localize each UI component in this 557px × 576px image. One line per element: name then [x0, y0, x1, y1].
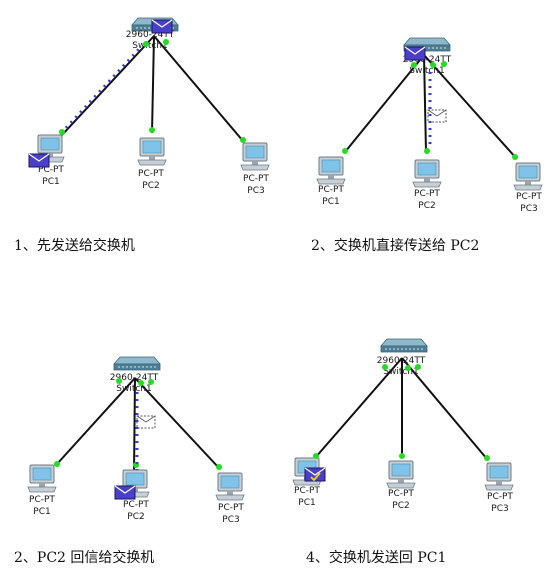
- envelope-icon: [304, 467, 326, 482]
- pc2-name-label: PC2: [392, 501, 409, 511]
- panel-1: 2960-24TT Switch1 PC-PT PC1 PC-PT PC2 PC…: [14, 17, 270, 254]
- pc3-name-label: PC3: [520, 204, 537, 214]
- panel-caption: 2、交换机直接传送给 PC2: [311, 237, 479, 254]
- port-light: [240, 137, 246, 143]
- pc3-model-label: PC-PT: [487, 492, 513, 502]
- pc-3[interactable]: [513, 162, 543, 191]
- pc1-name-label: PC1: [42, 177, 59, 187]
- port-light: [143, 41, 149, 47]
- port-light: [313, 453, 319, 459]
- port-light: [138, 380, 144, 386]
- envelope-icon: [404, 46, 426, 61]
- pc3-model-label: PC-PT: [243, 174, 269, 184]
- pc3-model-label: PC-PT: [516, 192, 542, 202]
- pc1-model-label: PC-PT: [318, 185, 344, 195]
- envelope-icon: [151, 19, 173, 34]
- pc-3[interactable]: [240, 142, 270, 171]
- port-light: [424, 148, 430, 154]
- switch-model-label: 2960-24TT: [126, 30, 175, 40]
- pending-envelope-icon: [427, 109, 447, 123]
- pending-envelope-icon: [136, 415, 156, 429]
- traffic-dashes: [64, 46, 142, 130]
- port-light: [484, 455, 490, 461]
- pc2-name-label: PC2: [127, 512, 144, 522]
- panel-caption: 1、先发送给交换机: [14, 237, 135, 254]
- pc2-name-label: PC2: [418, 201, 435, 211]
- pc3-name-label: PC3: [222, 515, 239, 525]
- pc1-name-label: PC1: [322, 197, 339, 207]
- pc-2[interactable]: [412, 159, 442, 188]
- port-light: [116, 378, 122, 384]
- pc2-model-label: PC-PT: [138, 169, 164, 179]
- panel-caption: 4、交换机发送回 PC1: [306, 549, 446, 566]
- pc1-name-label: PC1: [298, 498, 315, 508]
- pc1-model-label: PC-PT: [294, 486, 320, 496]
- switch-1[interactable]: [403, 37, 451, 52]
- link-switch-pc1: [344, 54, 425, 153]
- pc2-name-label: PC2: [142, 181, 159, 191]
- switch-1[interactable]: [380, 338, 428, 353]
- port-light: [405, 365, 411, 371]
- pc3-name-label: PC3: [491, 504, 508, 514]
- pc-3[interactable]: [215, 472, 245, 501]
- port-light: [399, 453, 405, 459]
- port-light: [441, 61, 447, 67]
- port-light: [430, 62, 436, 68]
- port-light: [59, 129, 65, 135]
- pc-2[interactable]: [386, 460, 416, 489]
- envelope-icon: [28, 153, 50, 168]
- link-switch-pc3: [423, 54, 517, 159]
- port-light: [54, 461, 60, 467]
- pc2-model-label: PC-PT: [414, 189, 440, 199]
- switch-name-label: Switch1: [132, 41, 167, 51]
- link-switch-pc1: [61, 35, 155, 136]
- pc-3[interactable]: [484, 462, 514, 491]
- switch-name-label: Switch1: [383, 367, 418, 377]
- port-light: [148, 379, 154, 385]
- switch-model-label: 2960-24TT: [377, 356, 426, 366]
- pc1-model-label: PC-PT: [38, 165, 64, 175]
- panel-caption: 2、PC2 回信给交换机: [14, 549, 154, 566]
- link-switch-pc1: [56, 377, 136, 465]
- link-switch-pc3: [153, 35, 244, 142]
- pc3-name-label: PC3: [247, 186, 264, 196]
- port-light: [342, 148, 348, 154]
- link-switch-pc3: [401, 357, 488, 460]
- link-switch-pc3: [134, 377, 220, 469]
- panel-3: 2960-24TT Switch1 PC-PT PC1 PC-PT PC2 PC…: [14, 356, 245, 566]
- switch-model-label: 2960-24TT: [110, 373, 159, 383]
- port-light: [216, 464, 222, 470]
- link-switch-pc1: [314, 357, 403, 459]
- port-light: [411, 62, 417, 68]
- switch-model-label: 2960-24TT: [403, 55, 452, 65]
- pc3-model-label: PC-PT: [218, 503, 244, 513]
- port-light: [512, 154, 518, 160]
- pc2-model-label: PC-PT: [388, 489, 414, 499]
- envelope-icon: [114, 485, 136, 500]
- port-light: [382, 364, 388, 370]
- switch-name-label: Switch1: [409, 66, 444, 76]
- pc-2[interactable]: [137, 137, 167, 166]
- pc-1[interactable]: [27, 464, 57, 493]
- port-light: [415, 364, 421, 370]
- panel-2: 2960-24TT Switch1 PC-PT PC1 PC-PT PC2 PC…: [311, 37, 543, 254]
- pc2-model-label: PC-PT: [123, 500, 149, 510]
- switch-name-label: Switch1: [116, 384, 151, 394]
- pc-1[interactable]: [316, 156, 346, 185]
- port-light: [163, 39, 169, 45]
- port-light: [149, 127, 155, 133]
- panel-4: 2960-24TT Switch1 PC-PT PC1 PC-PT PC2 PC…: [292, 338, 514, 566]
- link-switch-pc2: [133, 377, 136, 475]
- pc1-model-label: PC-PT: [29, 495, 55, 505]
- pc1-name-label: PC1: [33, 507, 50, 517]
- link-switch-pc2: [151, 35, 155, 134]
- switch-1[interactable]: [113, 356, 161, 371]
- link-switch-pc2: [423, 54, 427, 153]
